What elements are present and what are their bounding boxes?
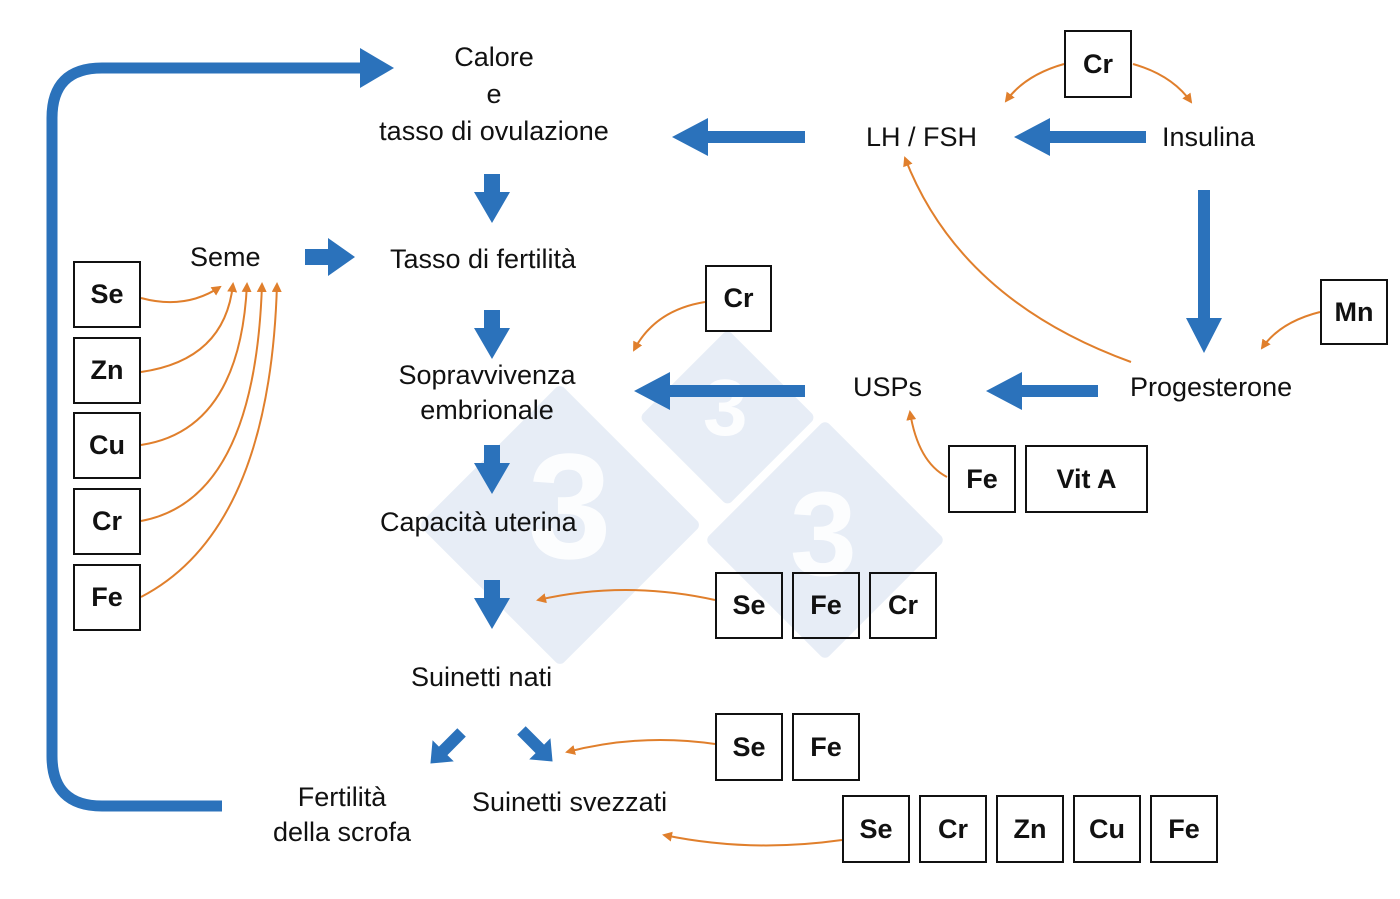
node-tasso-fertilita: Tasso di fertilità [390, 244, 577, 274]
influence-progesterone-to-lh [903, 156, 1132, 363]
arrow-progesterone-to-usps [986, 372, 1098, 410]
influence-cr-to-insulina [1132, 63, 1193, 104]
influence-fe-to-seme [140, 282, 282, 598]
box-semen-se: Se [73, 261, 141, 328]
influence-mn-to-progesterone [1260, 311, 1321, 350]
arrow-calore-to-fertilita [474, 174, 510, 223]
box-born-se: Se [715, 713, 783, 781]
node-usps: USPs [853, 372, 923, 402]
node-lh-fsh: LH / FSH [866, 122, 978, 152]
influence-born-to-svezzati [565, 738, 716, 755]
influence-cr-to-sopravvivenza [633, 301, 706, 352]
influence-zn-to-seme [140, 282, 238, 373]
influence-cr-to-seme [140, 282, 267, 522]
node-suinetti-nati: Suinetti nati [411, 662, 553, 692]
node-fertilita-scrofa: Fertilità della scrofa [272, 782, 412, 848]
box-semen-fe: Fe [73, 564, 141, 631]
box-usps-fe: Fe [948, 445, 1016, 513]
box-uterine-se: Se [715, 572, 783, 639]
influence-weaned-to-svezzati [662, 831, 843, 847]
box-semen-cu: Cu [73, 412, 141, 479]
node-progesterone: Progesterone [1130, 372, 1293, 402]
arrow-nati-to-svezzati [517, 726, 553, 762]
node-calore: Calore e tasso di ovulazione [379, 42, 609, 147]
feedback-loop-arrow [46, 62, 362, 812]
node-insulina: Insulina [1162, 122, 1256, 152]
arrow-lh-to-calore [672, 118, 805, 156]
influence-uterine-to-capacita [536, 589, 716, 604]
box-weaned-se: Se [842, 795, 910, 863]
box-weaned-cu: Cu [1073, 795, 1141, 863]
arrow-seme-to-fertilita [305, 238, 355, 276]
influence-fe-to-usps [906, 410, 948, 478]
node-suinetti-svezzati: Suinetti svezzati [472, 787, 668, 817]
box-semen-cr: Cr [73, 488, 141, 555]
box-weaned-zn: Zn [996, 795, 1064, 863]
arrow-capacita-to-nati [474, 580, 510, 629]
influence-cu-to-seme [140, 282, 252, 446]
box-uterine-fe: Fe [792, 572, 860, 639]
box-born-fe: Fe [792, 713, 860, 781]
arrow-insulina-to-progesterone [1186, 190, 1222, 353]
box-usps-vita: Vit A [1025, 445, 1148, 513]
arrow-nati-to-fertilita-scrofa [430, 728, 466, 764]
arrow-usps-to-sopravvivenza [634, 372, 805, 410]
box-progesterone-mn: Mn [1320, 279, 1388, 345]
arrow-fertilita-to-sopravvivenza [474, 310, 510, 359]
box-semen-zn: Zn [73, 337, 141, 404]
arrow-sopravvivenza-to-capacita [474, 445, 510, 494]
box-embryo-cr: Cr [705, 265, 772, 332]
box-insulin-cr: Cr [1064, 30, 1132, 98]
box-uterine-cr: Cr [869, 572, 937, 639]
feedback-loop-arrowhead [360, 48, 394, 88]
influence-cr-to-lh [1004, 63, 1065, 103]
node-sopravvivenza: Sopravvivenza embrionale [398, 360, 576, 426]
node-seme: Seme [190, 242, 261, 272]
box-weaned-cr: Cr [919, 795, 987, 863]
box-weaned-fe: Fe [1150, 795, 1218, 863]
node-capacita-uterina: Capacità uterina [380, 507, 577, 537]
arrow-insulina-to-lh [1014, 118, 1146, 156]
influence-se-to-seme [140, 285, 222, 304]
